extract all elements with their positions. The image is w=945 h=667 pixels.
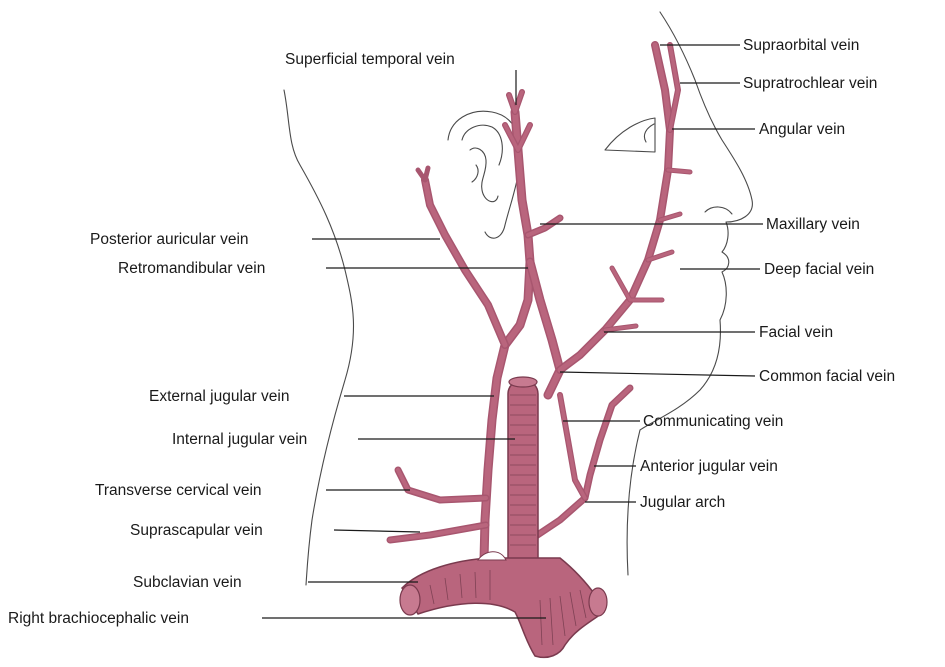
label-communicating-vein: Communicating vein: [643, 413, 783, 431]
label-deep-facial-vein: Deep facial vein: [764, 261, 874, 279]
internal-jugular-vessel: [508, 377, 538, 580]
brachiocephalic-vessel: [400, 552, 607, 658]
vein-network: [390, 45, 690, 560]
label-posterior-auricular-vein: Posterior auricular vein: [90, 231, 249, 249]
label-anterior-jugular-vein: Anterior jugular vein: [640, 458, 778, 476]
label-supraorbital-vein: Supraorbital vein: [743, 37, 859, 55]
label-right-brachiocephalic-vein: Right brachiocephalic vein: [8, 610, 189, 628]
label-suprascapular-vein: Suprascapular vein: [130, 522, 263, 540]
label-jugular-arch: Jugular arch: [640, 494, 725, 512]
label-internal-jugular-vein: Internal jugular vein: [172, 431, 307, 449]
label-supratrochlear-vein: Supratrochlear vein: [743, 75, 877, 93]
label-external-jugular-vein: External jugular vein: [149, 388, 289, 406]
label-retromandibular-vein: Retromandibular vein: [118, 260, 265, 278]
label-common-facial-vein: Common facial vein: [759, 368, 895, 386]
label-subclavian-vein: Subclavian vein: [133, 574, 242, 592]
label-facial-vein: Facial vein: [759, 324, 833, 342]
label-angular-vein: Angular vein: [759, 121, 845, 139]
label-transverse-cervical-vein: Transverse cervical vein: [95, 482, 262, 500]
label-superficial-temporal-vein: Superficial temporal vein: [285, 51, 455, 69]
label-maxillary-vein: Maxillary vein: [766, 216, 860, 234]
